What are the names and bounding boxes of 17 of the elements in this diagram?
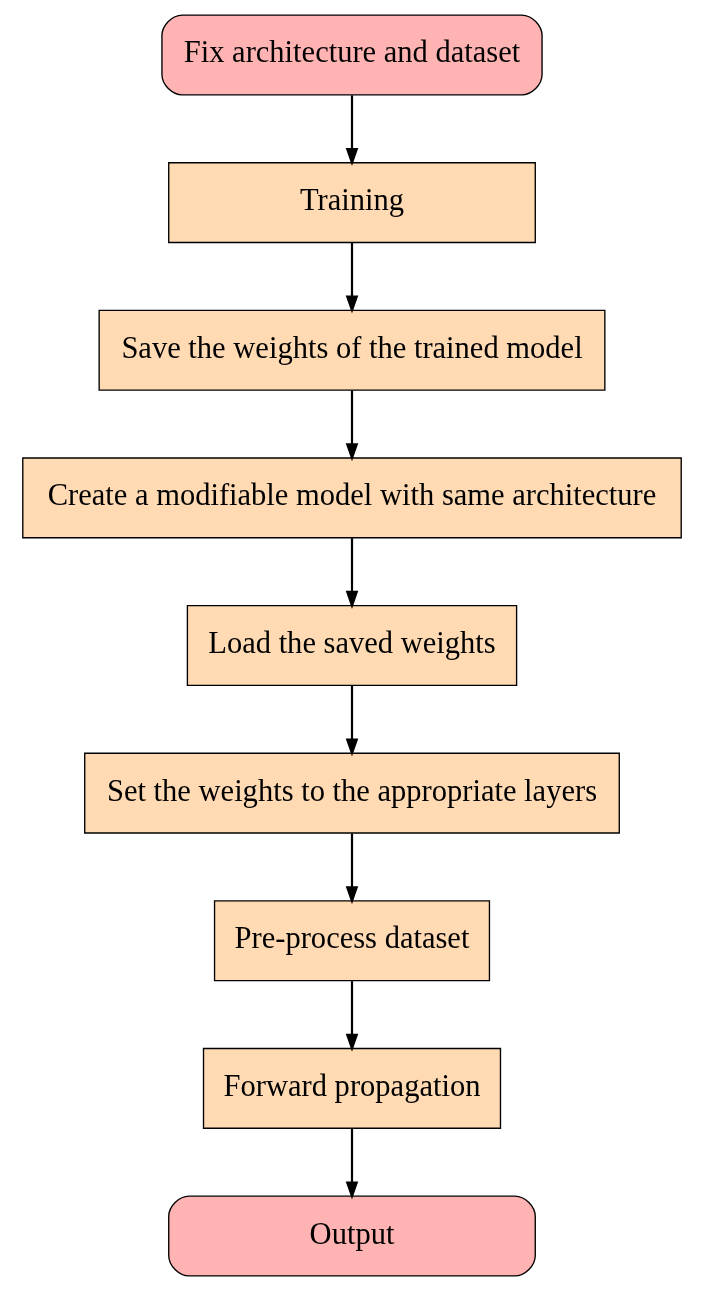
arrow xyxy=(345,685,359,757)
arrow xyxy=(345,242,359,314)
node-box: Training xyxy=(168,162,536,244)
node-box: Fix architecture and dataset xyxy=(161,14,543,96)
node-box: Save the weights of the trained model xyxy=(98,309,606,391)
arrow xyxy=(345,538,359,609)
node-box: Output xyxy=(168,1195,536,1277)
node-box: Forward propagation xyxy=(202,1047,502,1129)
arrow xyxy=(345,833,359,905)
arrow xyxy=(345,95,359,166)
arrow xyxy=(345,390,359,462)
node-box: Set the weights to the appropriate layers xyxy=(84,752,620,834)
arrow xyxy=(345,981,359,1052)
arrow xyxy=(345,1128,359,1200)
node-box: Pre-process dataset xyxy=(213,900,491,982)
node-box: Create a modifiable model with same architecture xyxy=(22,457,682,539)
node-box: Load the saved weights xyxy=(186,604,518,687)
